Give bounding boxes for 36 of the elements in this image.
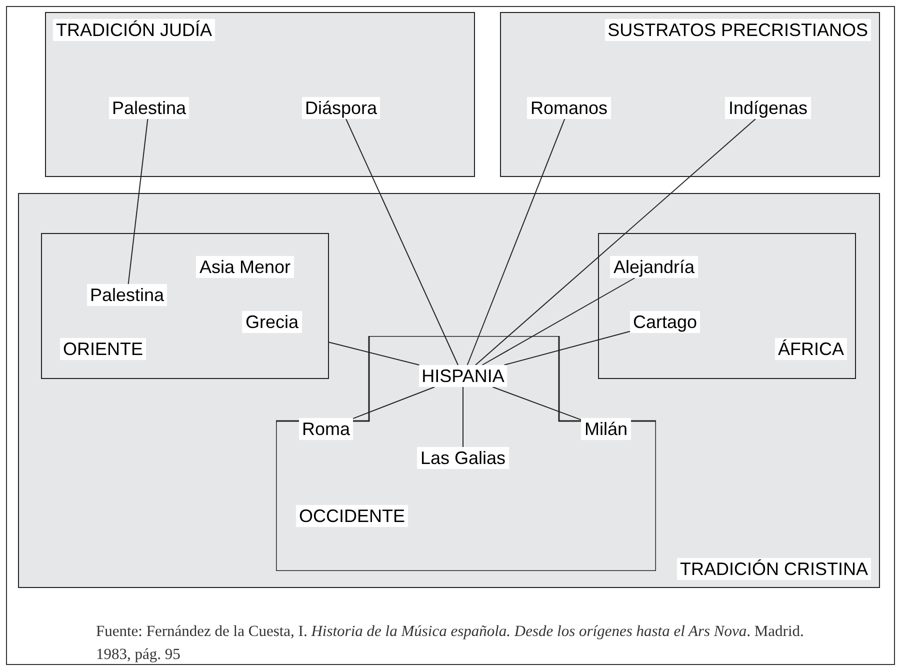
place-label: Palestina [86,284,168,306]
region-heading: OCCIDENTE [296,505,408,527]
region-heading: ORIENTE [60,338,146,360]
connector-line [492,386,582,420]
connector-line [504,330,630,366]
place-label: Milán [581,418,630,440]
place-label: Las Galias [417,447,509,469]
region-box [41,233,329,379]
region-heading: ÁFRICA [774,338,847,360]
place-label: Diáspora [302,97,380,119]
connector-line [482,278,636,366]
place-label: HISPANIA [418,365,508,387]
place-label: Roma [298,418,353,440]
region-heading: TRADICIÓN JUDÍA [53,19,216,41]
connector-line [128,118,148,284]
place-label: Palestina [108,97,190,119]
place-label: Alejandría [610,256,698,278]
region-heading: TRADICIÓN CRISTINA [676,558,871,580]
connector-line [346,118,458,366]
region-outline [276,336,656,571]
connector-line [352,386,436,420]
place-label: Cartago [630,311,700,333]
region-box [500,12,880,177]
source-caption: Fuente: Fernández de la Cuesta, I. Historia de la Música española. Desde los orígenes hasta el Ars Nova. Madrid. 1983, pág. 95 [96,622,805,665]
place-label: Asia Menor [196,256,294,278]
connector-line [475,118,756,366]
region-box [18,193,880,588]
place-label: Grecia [242,311,302,333]
connector-line [328,342,420,366]
connector-line [462,386,464,448]
place-label: Indígenas [725,97,811,119]
region-box [45,12,475,177]
place-label: Romanos [527,97,611,119]
region-heading: SUSTRATOS PRECRISTIANOS [604,19,871,41]
region-box [598,233,856,379]
connector-line [466,118,566,366]
